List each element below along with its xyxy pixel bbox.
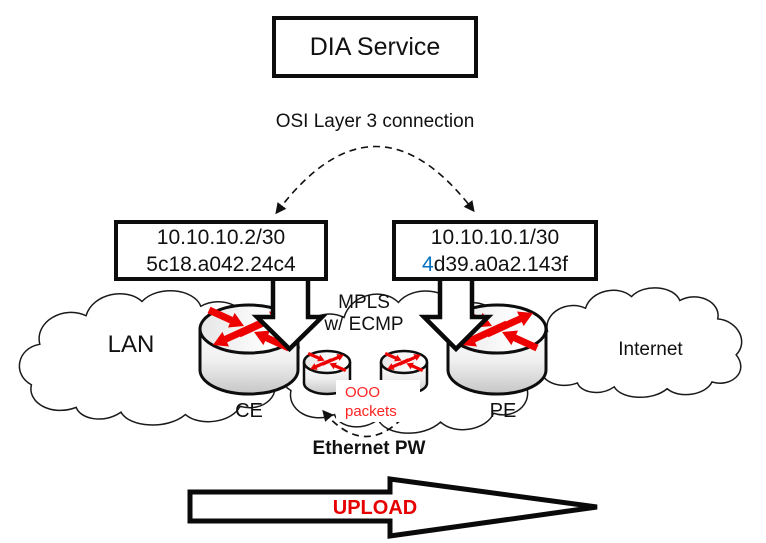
pe-mac-highlight: 4 xyxy=(422,252,434,276)
ooo-line2: packets xyxy=(345,403,397,420)
internet-cloud-label: Internet xyxy=(618,339,683,360)
ooo-line1: OOO xyxy=(345,384,381,401)
ooo-packets-note: OOO packets xyxy=(336,380,420,422)
ce-mac-address: 5c18.a042.24c4 xyxy=(146,252,296,276)
pe-address-box: 10.10.10.1/30 4d39.a0a2.143f xyxy=(392,220,598,281)
ce-router-label: CE xyxy=(235,400,263,422)
lan-cloud-label: LAN xyxy=(107,331,155,358)
osi-layer3-dashed-arc xyxy=(275,145,475,215)
pe-router-label: PE xyxy=(489,400,517,422)
ce-ip-address: 10.10.10.2/30 xyxy=(156,225,286,249)
ce-down-block-arrow xyxy=(251,274,328,353)
upload-label: UPLOAD xyxy=(332,497,418,519)
pe-ip-address: 10.10.10.1/30 xyxy=(430,225,560,249)
title-box: DIA Service xyxy=(272,16,478,78)
ce-address-box: 10.10.10.2/30 5c18.a042.24c4 xyxy=(114,220,328,281)
osi-layer3-label: OSI Layer 3 connection xyxy=(275,111,475,132)
mpls-line1: MPLS xyxy=(338,292,390,313)
page-title: DIA Service xyxy=(309,32,441,61)
pe-down-block-arrow xyxy=(418,274,494,353)
pe-mac-address: 4d39.a0a2.143f xyxy=(422,251,568,278)
pe-mac-rest: d39.a0a2.143f xyxy=(433,252,568,276)
mpls-core-label: MPLS w/ ECMP xyxy=(304,292,424,336)
upload-block-arrow xyxy=(187,476,598,539)
ethernet-pw-label: Ethernet PW xyxy=(312,438,426,459)
mpls-line2: w/ ECMP xyxy=(324,314,404,335)
